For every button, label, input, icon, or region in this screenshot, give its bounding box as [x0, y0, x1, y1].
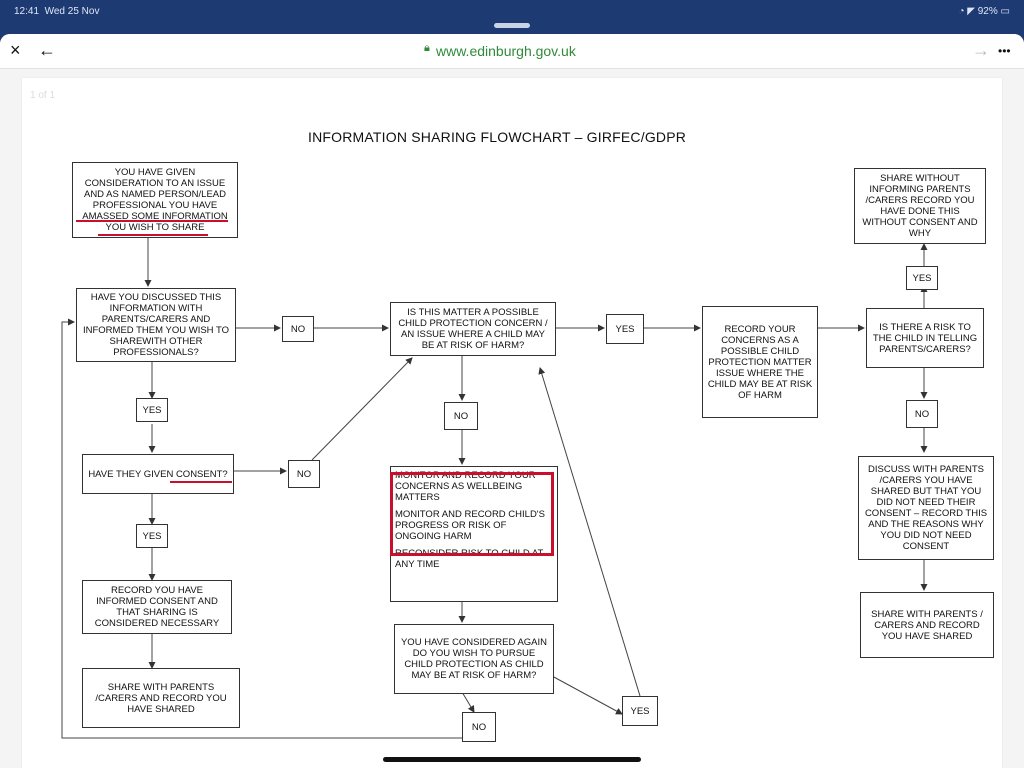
box-considered-again: YOU HAVE CONSIDERED AGAIN DO YOU WISH TO… [394, 624, 554, 694]
red-underline-3 [170, 481, 232, 483]
home-indicator[interactable] [383, 757, 641, 762]
lock-icon: 🔒︎ [424, 42, 430, 54]
browser-toolbar: × ← 🔒︎ www.edinburgh.gov.uk → ••• [0, 34, 1024, 69]
close-icon[interactable]: × [10, 40, 21, 60]
label-no-2: NO [288, 460, 320, 488]
browser-sheet: × ← 🔒︎ www.edinburgh.gov.uk → ••• 1 of 1… [0, 34, 1024, 768]
red-highlight-box [390, 472, 554, 556]
label-yes-1: YES [136, 398, 168, 422]
red-underline-2 [98, 234, 208, 236]
red-underline-1 [76, 220, 228, 222]
monitor-progress-text: MONITOR AND RECORD CHILD'S PROGRESS OR R… [395, 509, 545, 542]
label-yes-4: YES [606, 314, 644, 344]
status-right: ◔ ◤ 92% ▭ [958, 6, 1010, 17]
label-no-5: NO [906, 400, 938, 428]
box-amassed-information: YOU HAVE GIVEN CONSIDERATION TO AN ISSUE… [72, 162, 238, 238]
box-share-with-parents-right: SHARE WITH PARENTS / CARERS AND RECORD Y… [860, 592, 994, 658]
box-record-informed-consent: RECORD YOU HAVE INFORMED CONSENT AND THA… [82, 580, 232, 634]
box-risk-telling-parents: IS THERE A RISK TO THE CHILD IN TELLING … [866, 308, 984, 368]
sheet-grabber[interactable] [494, 23, 530, 28]
page-indicator: 1 of 1 [30, 90, 56, 101]
box-given-consent: HAVE THEY GIVEN CONSENT? [82, 454, 234, 494]
label-yes-5: YES [906, 266, 938, 290]
box-share-without-informing: SHARE WITHOUT INFORMING PARENTS /CARERS … [854, 168, 986, 244]
more-options-icon[interactable]: ••• [998, 44, 1011, 58]
pdf-document[interactable]: 1 of 1 INFORMATION SHARING FLOWCHART – G… [22, 78, 1002, 768]
box-discuss-with-parents: DISCUSS WITH PARENTS /CARERS YOU HAVE SH… [858, 456, 994, 560]
flowchart-connectors [61, 238, 928, 739]
back-arrow-icon[interactable]: ← [38, 40, 56, 60]
flowchart-title: INFORMATION SHARING FLOWCHART – GIRFEC/G… [308, 129, 687, 145]
monitor-wellbeing-text: MONITOR AND RECORD YOUR CONCERNS AS WELL… [395, 470, 536, 503]
box-child-protection-concern: IS THIS MATTER A POSSIBLE CHILD PROTECTI… [390, 302, 556, 356]
box-share-with-parents-left: SHARE WITH PARENTS /CARERS AND RECORD YO… [82, 668, 240, 728]
label-yes-3: YES [622, 696, 658, 726]
label-no-4: NO [462, 712, 496, 742]
box-record-child-protection: RECORD YOUR CONCERNS AS A POSSIBLE CHILD… [702, 306, 818, 418]
url-bar[interactable]: www.edinburgh.gov.uk [436, 43, 576, 59]
label-yes-2: YES [136, 524, 168, 548]
label-no-1: NO [282, 316, 314, 342]
forward-arrow-icon[interactable]: → [972, 40, 990, 60]
box-monitor-and-record: MONITOR AND RECORD YOUR CONCERNS AS WELL… [390, 466, 558, 602]
label-no-3: NO [444, 402, 478, 430]
box-discussed-with-parents: HAVE YOU DISCUSSED THIS INFORMATION WITH… [76, 288, 236, 362]
status-time: 12:41 Wed 25 Nov [14, 6, 100, 17]
